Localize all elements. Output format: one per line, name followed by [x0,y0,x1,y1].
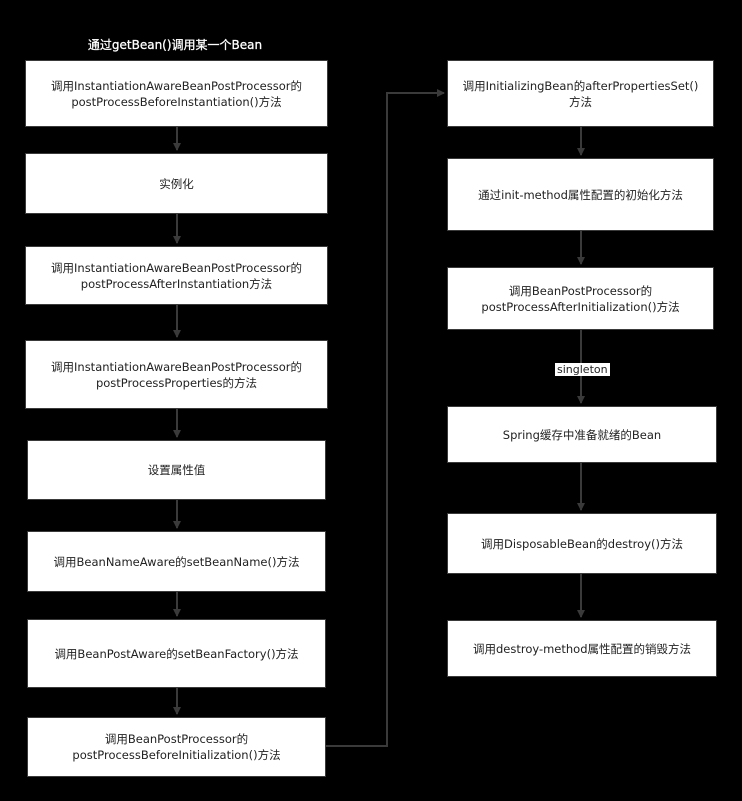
step-instantiate: 实例化 [25,153,328,214]
step-after-initialization: 调用BeanPostProcessor的 postProcessAfterIni… [447,267,714,330]
step-before-instantiation: 调用InstantiationAwareBeanPostProcessor的 p… [25,60,328,127]
step-after-instantiation: 调用InstantiationAwareBeanPostProcessor的 p… [25,246,328,305]
step-after-properties-set: 调用InitializingBean的afterPropertiesSet() … [447,60,714,127]
step-init-method: 通过init-method属性配置的初始化方法 [447,158,714,231]
edge-label-singleton: singleton [555,363,610,376]
step-set-property-values: 设置属性值 [27,440,326,500]
arrow-8 [326,89,445,747]
step-disposable-destroy: 调用DisposableBean的destroy()方法 [447,513,717,574]
step-bean-ready: Spring缓存中准备就绪的Bean [447,406,717,463]
step-set-bean-factory: 调用BeanPostAware的setBeanFactory()方法 [27,619,326,688]
step-destroy-method: 调用destroy-method属性配置的销毁方法 [447,620,717,677]
step-before-initialization: 调用BeanPostProcessor的 postProcessBeforeIn… [27,717,326,777]
step-set-bean-name: 调用BeanNameAware的setBeanName()方法 [27,531,326,592]
diagram-caption: 通过getBean()调用某一个Bean [87,38,263,52]
step-post-process-properties: 调用InstantiationAwareBeanPostProcessor的 p… [25,340,328,409]
